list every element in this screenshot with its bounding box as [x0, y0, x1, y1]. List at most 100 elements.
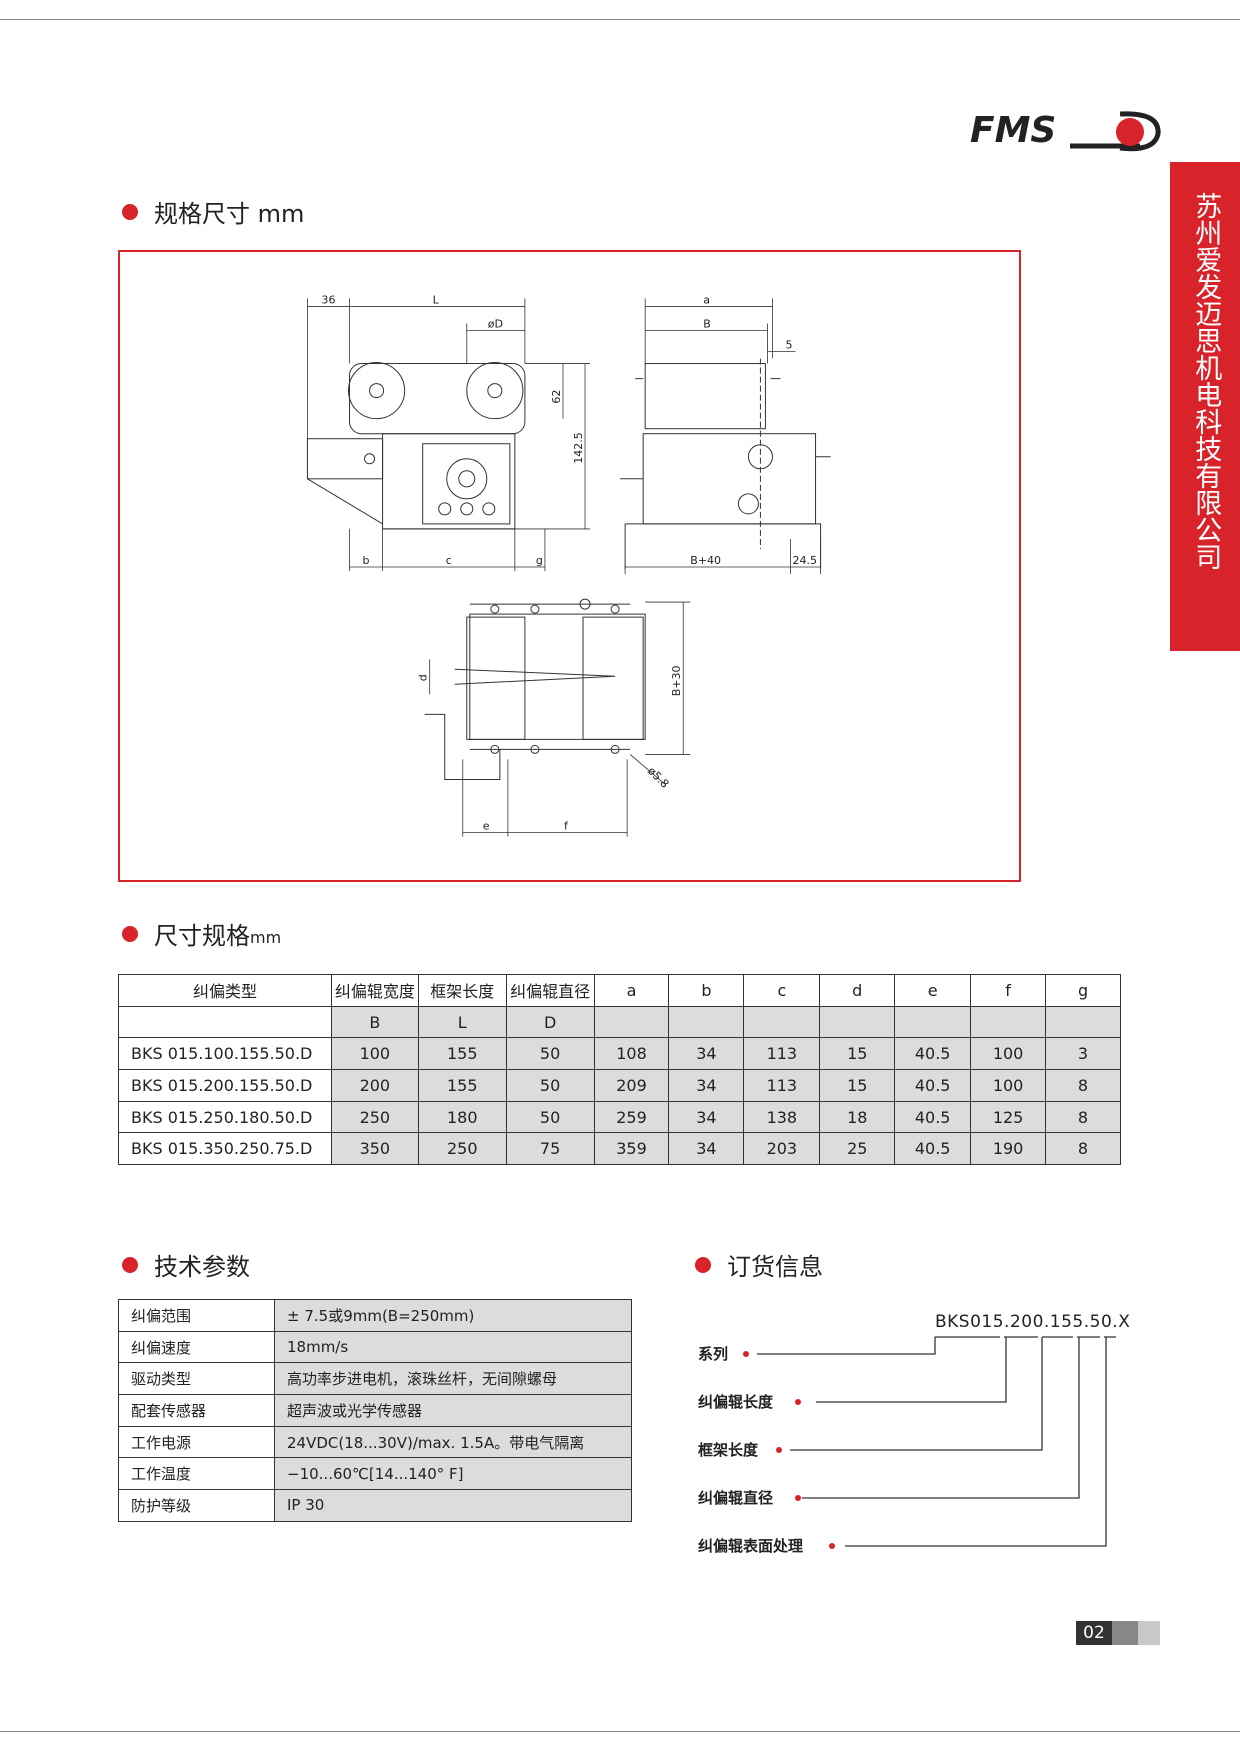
table-cell: 138: [743, 1100, 821, 1134]
table-cell: 34: [668, 1037, 745, 1071]
column-header: a: [593, 974, 670, 1007]
dim-label: f: [564, 820, 569, 833]
table-cell: 250: [330, 1100, 419, 1134]
table-cell: 203: [743, 1132, 821, 1166]
heading-text: 规格尺寸 mm: [154, 200, 305, 228]
table-cell: 100: [970, 1069, 1047, 1102]
spec-value: −10...60℃[14...140° F]: [274, 1457, 632, 1491]
dim-label: a: [703, 293, 710, 306]
table-cell: BKS 015.350.250.75.D: [118, 1132, 332, 1166]
top-view: [424, 598, 646, 780]
table-cell: 259: [593, 1100, 670, 1134]
column-header: 框架长度: [417, 974, 507, 1007]
spec-label: 防护等级: [118, 1489, 275, 1522]
dim-label: B+40: [690, 554, 721, 567]
table-cell: 100: [330, 1037, 419, 1071]
order-label-roller-length: 纠偏辊长度: [698, 1393, 774, 1411]
bullet-icon: [695, 1256, 711, 1273]
column-header: 纠偏辊宽度: [330, 974, 419, 1007]
heading-text: 订货信息: [727, 1253, 823, 1281]
heading-text: 尺寸规格: [154, 922, 250, 950]
spec-row: 驱动类型高功率步进电机，滚珠丝杆，无间隙螺母: [118, 1362, 632, 1396]
column-subheader: [668, 1005, 745, 1039]
page-tab-gray: [1112, 1621, 1138, 1645]
top-rule: [0, 19, 1240, 20]
dimension-drawing-frame: 36 L øD 62 142.5 b c g a B 5 B+40 24.5 d…: [118, 250, 1021, 882]
order-code: BKS015.200.155.50.X: [935, 1312, 1131, 1332]
section-heading-order: 订货信息: [695, 1247, 823, 1282]
technical-drawing: 36 L øD 62 142.5 b c g a B 5 B+40 24.5 d…: [306, 293, 831, 837]
table-cell: 40.5: [894, 1069, 972, 1102]
dim-label: d: [417, 674, 430, 681]
table-cell: 50: [505, 1069, 595, 1102]
dim-label: 24.5: [792, 554, 817, 567]
table-cell: 155: [417, 1037, 507, 1071]
table-cell: 50: [505, 1037, 595, 1071]
column-header: f: [970, 974, 1047, 1007]
dim-label: ø5.8: [645, 764, 671, 790]
table-cell: 8: [1045, 1132, 1121, 1166]
table-cell: BKS 015.250.180.50.D: [118, 1100, 332, 1134]
table-cell: 50: [505, 1100, 595, 1134]
dim-label: 36: [321, 293, 335, 306]
spec-value: 18mm/s: [274, 1330, 632, 1364]
dim-label: B: [703, 317, 711, 330]
spec-label: 纠偏速度: [118, 1330, 275, 1364]
spec-row: 纠偏范围± 7.5或9mm(B=250mm): [118, 1299, 632, 1332]
column-subheader: [118, 1005, 332, 1039]
page-tab-light: [1138, 1621, 1160, 1645]
svg-text:FMS: FMS: [970, 110, 1056, 151]
table-cell: 34: [668, 1069, 745, 1102]
spec-label: 驱动类型: [118, 1362, 275, 1396]
table-cell: 113: [743, 1069, 821, 1102]
table-cell: 125: [970, 1100, 1047, 1134]
bottom-rule: [0, 1731, 1240, 1732]
table-cell: 250: [417, 1132, 507, 1166]
column-header: 纠偏类型: [118, 974, 332, 1007]
column-subheader: [743, 1005, 821, 1039]
column-subheader: B: [330, 1005, 419, 1039]
order-label-frame-length: 框架长度: [698, 1441, 759, 1459]
table-cell: 18: [819, 1100, 896, 1134]
table-cell: 25: [819, 1132, 896, 1166]
section-heading-tech: 技术参数: [122, 1247, 250, 1282]
dim-label: b: [363, 554, 370, 567]
table-cell: 100: [970, 1037, 1047, 1071]
dim-label: B+30: [670, 665, 683, 696]
dimension-labels: 36 L øD 62 142.5 b c g a B 5 B+40 24.5 d…: [321, 293, 817, 832]
spec-value: 超声波或光学传感器: [274, 1394, 632, 1427]
table-cell: BKS 015.200.155.50.D: [118, 1069, 332, 1102]
front-view: [306, 362, 526, 530]
spec-label: 工作温度: [118, 1457, 275, 1491]
column-subheader: [819, 1005, 896, 1039]
side-view: [620, 358, 831, 570]
order-label-roller-diameter: 纠偏辊直径: [698, 1489, 774, 1507]
dim-label: 142.5: [572, 432, 585, 464]
table-cell: 40.5: [894, 1100, 972, 1134]
table-cell: 108: [593, 1037, 670, 1071]
column-header: c: [743, 974, 821, 1007]
table-cell: 15: [819, 1069, 896, 1102]
table-cell: 15: [819, 1037, 896, 1071]
table-cell: 8: [1045, 1100, 1121, 1134]
fms-logo: FMS: [970, 110, 1161, 152]
table-cell: 190: [970, 1132, 1047, 1166]
dim-label: L: [433, 293, 440, 306]
column-header: e: [894, 974, 972, 1007]
section-heading-drawing: 规格尺寸 mm: [122, 194, 304, 229]
spec-value: IP 30: [274, 1489, 632, 1522]
table-cell: 209: [593, 1069, 670, 1102]
column-subheader: L: [417, 1005, 507, 1039]
order-label-surface: 纠偏辊表面处理: [698, 1537, 804, 1555]
dim-label: c: [446, 554, 452, 567]
table-cell: BKS 015.100.155.50.D: [118, 1037, 332, 1071]
